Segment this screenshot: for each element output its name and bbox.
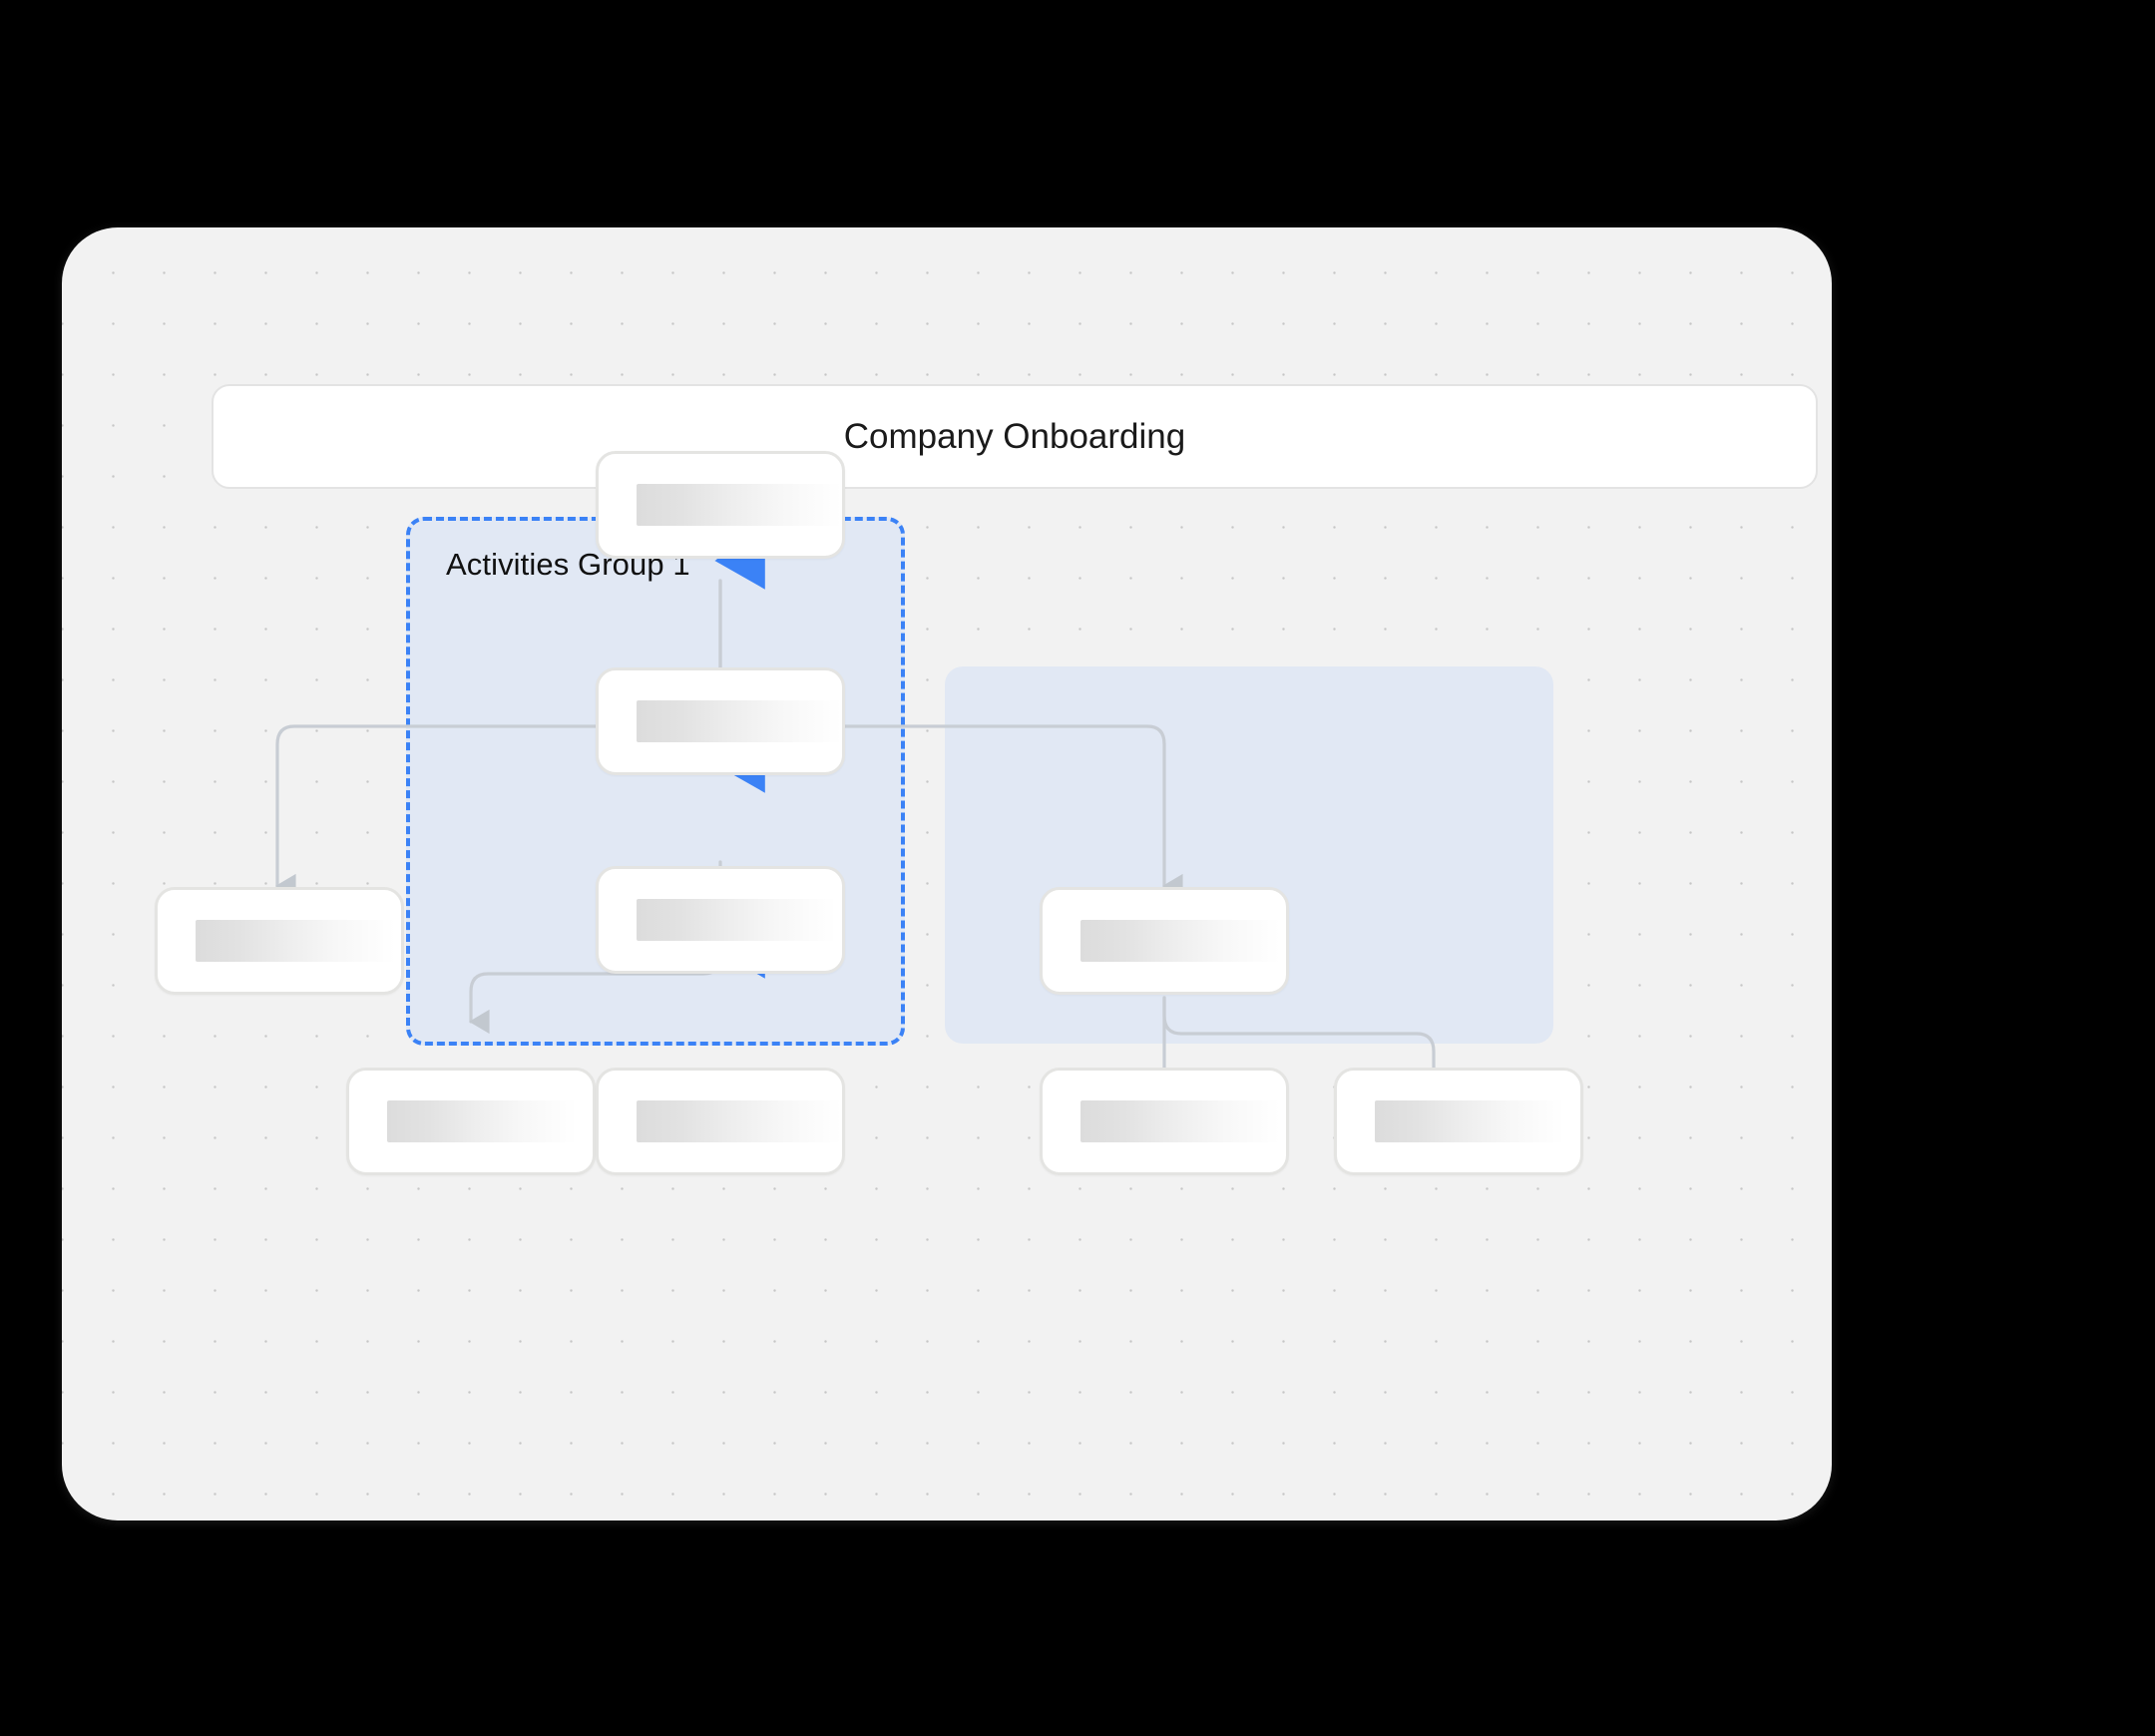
node-g1-mid-placeholder	[637, 899, 836, 941]
node-g2-bottom-right-placeholder	[1375, 1100, 1564, 1142]
flowchart-canvas[interactable]: Activities Group 1	[62, 227, 1832, 1520]
node-g1-top[interactable]	[596, 667, 845, 775]
node-g1-top-placeholder	[637, 700, 842, 742]
node-g2-bottom-left-placeholder	[1080, 1100, 1280, 1142]
node-left-leaf-placeholder	[196, 920, 395, 962]
node-root-placeholder	[637, 484, 842, 526]
node-g2-top[interactable]	[1040, 887, 1289, 995]
node-g1-bottom-right-placeholder	[637, 1100, 842, 1142]
node-g1-bottom-left-placeholder	[387, 1100, 577, 1142]
node-g1-mid[interactable]	[596, 866, 845, 974]
page-title: Company Onboarding	[843, 416, 1186, 456]
flowchart-title-bar[interactable]: Company Onboarding	[212, 384, 1818, 489]
node-g1-bottom-right[interactable]	[596, 1068, 845, 1175]
node-root[interactable]	[596, 451, 845, 559]
node-g2-bottom-right[interactable]	[1334, 1068, 1583, 1175]
node-left-leaf[interactable]	[155, 887, 404, 995]
node-g2-bottom-left[interactable]	[1040, 1068, 1289, 1175]
node-g1-bottom-left[interactable]	[346, 1068, 596, 1175]
node-g2-top-placeholder	[1080, 920, 1280, 962]
